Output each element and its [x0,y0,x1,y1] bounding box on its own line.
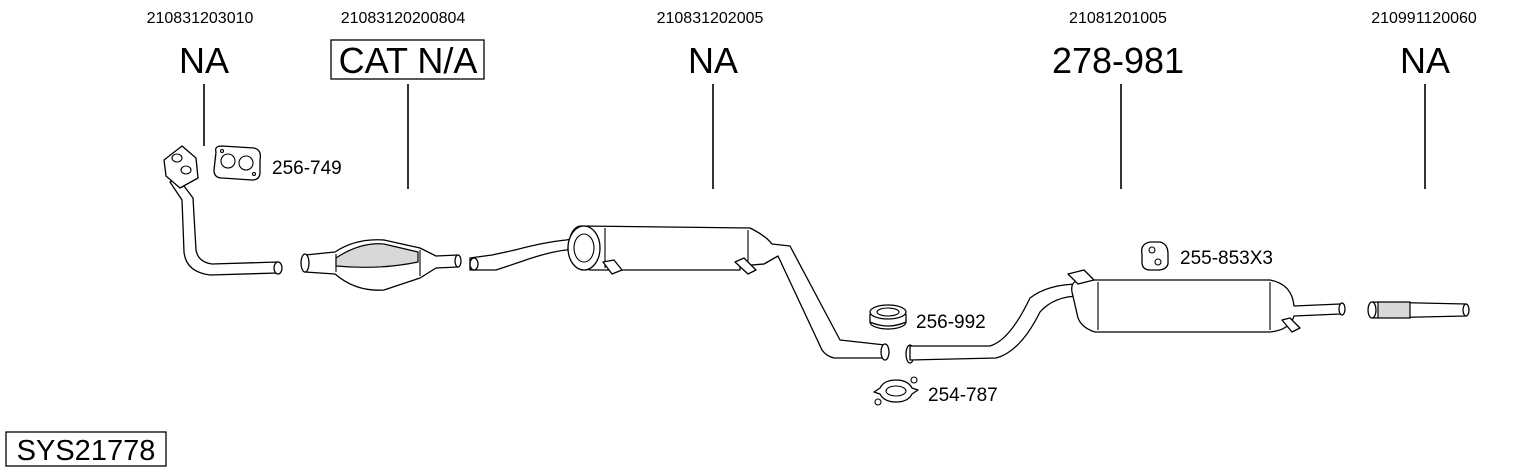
system-code-box [5,431,167,467]
oem-number-middle-silencer: 210831202005 [657,10,764,27]
part-label-tail-pipe: NA [1400,40,1450,81]
oem-number-front-pipe: 210831203010 [147,10,254,27]
part-label-catalyst: CAT N/A [339,40,478,81]
oem-number-tail-pipe: 210991120060 [1371,10,1477,27]
gasket-icon [213,145,262,181]
clamp-ref-number: 254-787 [928,385,998,406]
system-code: SYS21778 [17,435,156,467]
rubber-mount-ref-number: 255-853X3 [1180,248,1273,269]
part-label-middle-silencer: NA [688,40,738,81]
front-pipe-part [163,145,283,276]
catalyst-part [300,239,462,291]
gasket-ref-number: 256-749 [272,158,342,179]
rubber-mount-icon [1141,241,1169,271]
middle-silencer-part [469,225,890,361]
catalyst-label-box [330,39,485,80]
sealing-ring-icon [869,304,907,330]
part-label-front-pipe: NA [179,40,229,81]
rear-silencer-part [905,269,1346,364]
part-label-rear-silencer: 278-981 [1052,40,1184,81]
sealing-ring-ref-number: 256-992 [916,312,986,333]
tail-pipe-part [1367,301,1470,319]
oem-number-rear-silencer: 21081201005 [1069,10,1167,27]
oem-number-catalyst: 2108312020080​4 [341,10,466,27]
clamp-icon [873,376,919,406]
